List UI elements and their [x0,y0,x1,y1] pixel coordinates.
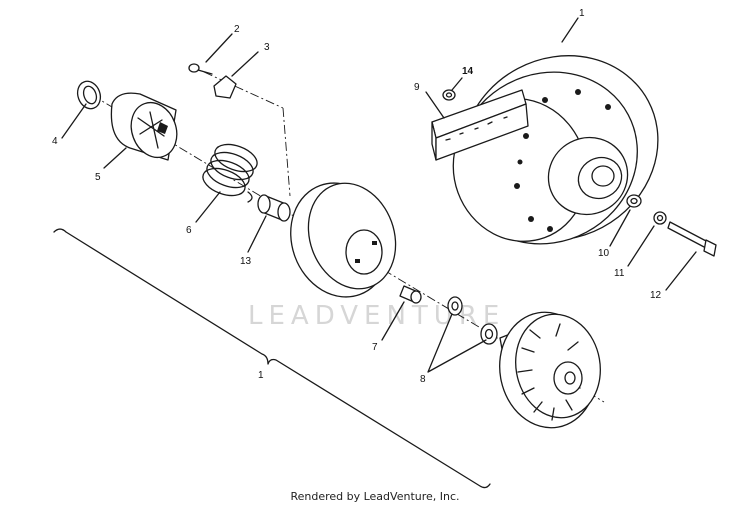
weight-part-3 [213,75,237,99]
retaining-ring-part-4 [76,80,102,110]
fixed-sheave-assembly [499,311,601,429]
callout-11: 11 [614,268,625,279]
footer-credit: Rendered by LeadVenture, Inc. [290,490,460,503]
drive-belt-part-9 [431,89,529,161]
pin-axis-line-2 [282,107,291,197]
watermark-text: LEADVENTURE [248,301,505,331]
bolt-part-12 [667,221,717,257]
bushing-part-13 [257,194,291,222]
callout-10: 10 [598,248,610,259]
spring-part-6 [202,143,258,203]
washer-part-10-hole [630,197,638,205]
pin-axis-line [203,71,284,109]
leader-lines [61,17,697,373]
callout-12: 12 [650,290,662,301]
callout-9: 9 [414,82,420,93]
lockwasher-part-11-hole [656,214,664,222]
movable-sheave [290,182,397,298]
callout-14: 14 [462,66,474,77]
callout-6: 6 [186,225,192,236]
callout-3: 3 [264,42,270,53]
callout-1: 1 [579,8,585,19]
screw-part-2 [188,63,213,75]
callout-7: 7 [372,342,378,353]
washer-part-14-hole [445,92,453,98]
washer-part-8b-hole [484,328,494,340]
callout-4: 4 [52,136,58,147]
callout-2: 2 [234,24,240,35]
callout-13: 13 [240,256,252,267]
callout-8: 8 [420,374,426,385]
callout-5: 5 [95,172,101,183]
washer-part-8a-hole [451,301,459,311]
cam-part-5 [110,92,178,161]
callout-1-bracket: 1 [258,370,264,381]
assembly-bracket [53,228,491,489]
bushing-part-7 [399,285,422,304]
